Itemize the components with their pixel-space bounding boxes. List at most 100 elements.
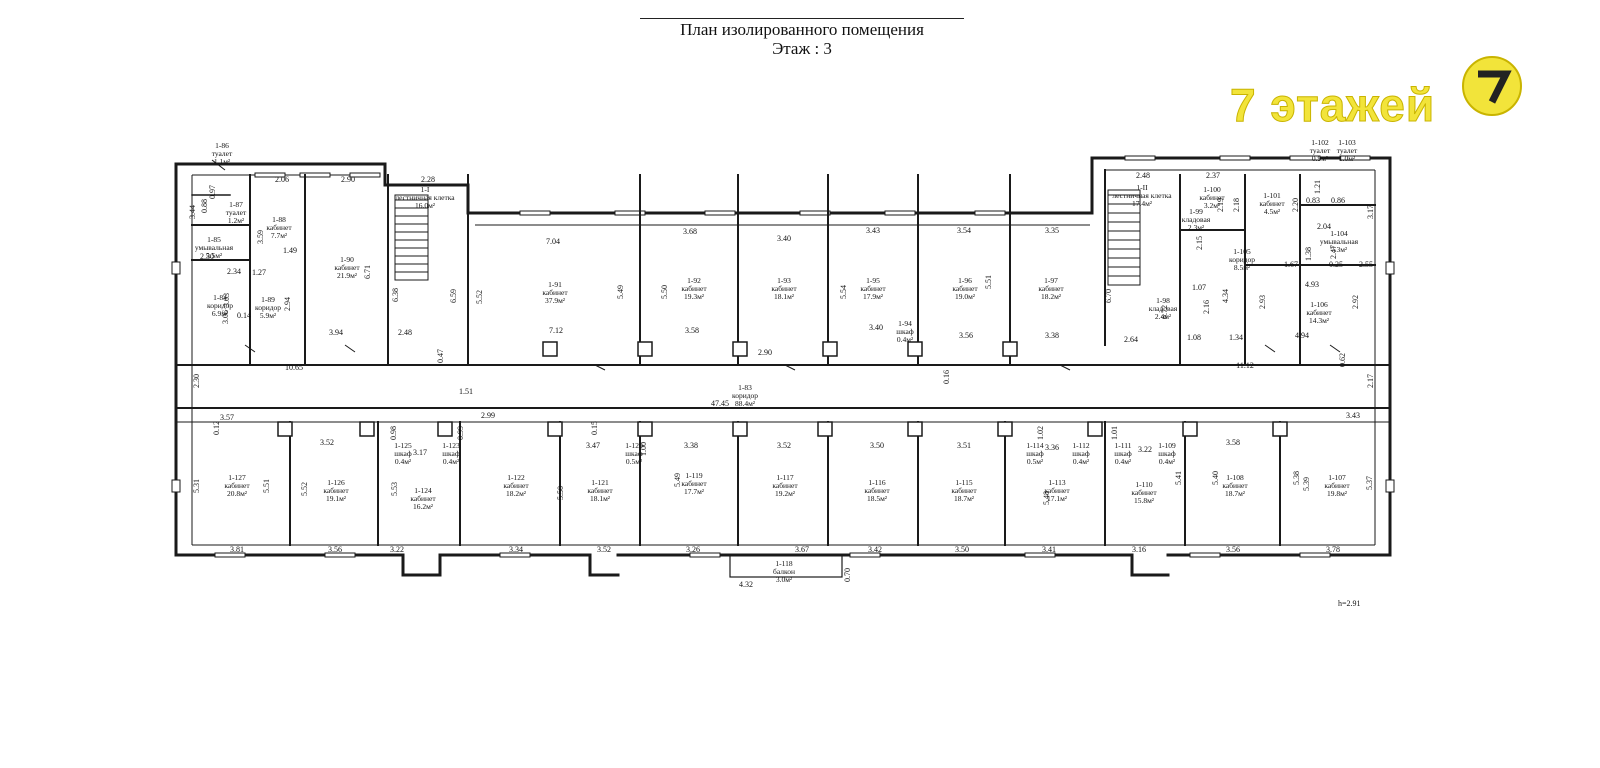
room-area: 19.8м² — [1327, 489, 1348, 498]
dimension-label: 3.40 — [869, 323, 883, 332]
room-number: 1-104 — [1330, 229, 1348, 238]
dimension-label: 1.27 — [252, 268, 266, 277]
dimension-label: 1.67 — [1284, 260, 1298, 269]
column — [359, 421, 375, 437]
dimension-label: 0.97 — [208, 185, 217, 199]
room-area: 0.9м² — [1312, 154, 1329, 163]
window — [499, 552, 531, 558]
dimension-label: 1.02 — [1036, 426, 1045, 440]
room-name: кладовая — [1182, 215, 1211, 224]
dimension-label: 5.49 — [616, 285, 625, 299]
room-area: 3.2м² — [1204, 201, 1221, 210]
partition — [211, 159, 226, 171]
dimension-label: 2.64 — [1124, 335, 1138, 344]
room-name: туалет — [1310, 146, 1331, 155]
room-name: кабинет — [1222, 481, 1248, 490]
dimension-label: 5.53 — [390, 482, 399, 496]
window — [1289, 155, 1321, 161]
room-area: 3.0м² — [776, 575, 793, 584]
room-name: лестничная клетка — [1112, 191, 1172, 200]
dimension-label: 2.48 — [398, 328, 412, 337]
dimension-label: 3.52 — [597, 545, 611, 554]
dimension-label: 2.94 — [283, 297, 292, 311]
room-number: 1-118 — [775, 559, 792, 568]
room-number: 1-115 — [955, 478, 972, 487]
room-name: умывальная — [195, 243, 234, 252]
dimension-label: 2.99 — [481, 411, 495, 420]
window — [1385, 261, 1395, 275]
room-area: 2.3м² — [1188, 223, 1205, 232]
dimension-label: 0.14 — [237, 311, 251, 320]
dimension-label: 2.30 — [200, 252, 214, 261]
dimension-label: 2.92 — [1351, 295, 1360, 309]
room-name: шкаф — [394, 449, 412, 458]
column — [637, 421, 653, 437]
dimension-label: 1.07 — [1192, 283, 1206, 292]
dimension-label: 6.59 — [449, 289, 458, 303]
dimension-label: 2.15 — [1195, 236, 1204, 250]
room-area: 1.0м² — [1339, 154, 1356, 163]
dimension-label: 3.68 — [683, 227, 697, 236]
window — [1339, 155, 1371, 161]
room-number: 1-85 — [207, 235, 221, 244]
window — [171, 479, 181, 493]
dimension-label: 3.06 — [221, 310, 230, 324]
room-name: коридор — [732, 391, 758, 400]
dimension-label: 7.12 — [549, 326, 563, 335]
window — [519, 210, 551, 216]
window — [1219, 155, 1251, 161]
dimension-label: 3.52 — [777, 441, 791, 450]
dimension-label: 2.06 — [275, 175, 289, 184]
dimension-label: 0.16 — [942, 370, 951, 384]
window — [1024, 552, 1056, 558]
dimension-label: 3.16 — [1132, 545, 1146, 554]
room-number: 1-117 — [776, 473, 793, 482]
room-number: 1-100 — [1203, 185, 1221, 194]
room-name: кабинет — [410, 494, 436, 503]
dimension-label: 5.38 — [1292, 471, 1301, 485]
room-name: кабинет — [323, 486, 349, 495]
room-area: 0.4м² — [897, 335, 914, 344]
plan-title: План изолированного помещения — [680, 20, 924, 39]
dimension-label: 2.90 — [758, 348, 772, 357]
room-number: 1-98 — [1156, 296, 1170, 305]
dimension-label: 2.16 — [1202, 300, 1211, 314]
room-area: 5.9м² — [260, 311, 277, 320]
dimension-label: 2.34 — [227, 267, 241, 276]
dimension-label: 3.50 — [955, 545, 969, 554]
dimension-label: 3.94 — [329, 328, 343, 337]
room-area: 21.9м² — [337, 271, 358, 280]
partition — [594, 364, 606, 371]
column — [1002, 341, 1018, 357]
room-name: коридор — [1229, 255, 1255, 264]
window — [1124, 155, 1156, 161]
dimension-label: 5.37 — [1365, 476, 1374, 490]
room-name: кабинет — [587, 486, 613, 495]
column — [1272, 421, 1288, 437]
dimension-label: 3.54 — [957, 226, 971, 235]
dimension-label: 47.45 — [711, 399, 729, 408]
room-area: 88.4м² — [735, 399, 756, 408]
dimension-label: 3.03 — [222, 293, 231, 307]
partition — [244, 344, 256, 353]
room-number: 1-93 — [777, 276, 791, 285]
room-name: коридор — [207, 301, 233, 310]
room-area: 6.9м² — [212, 309, 229, 318]
window — [884, 210, 916, 216]
dimension-label: 3.44 — [188, 205, 197, 219]
